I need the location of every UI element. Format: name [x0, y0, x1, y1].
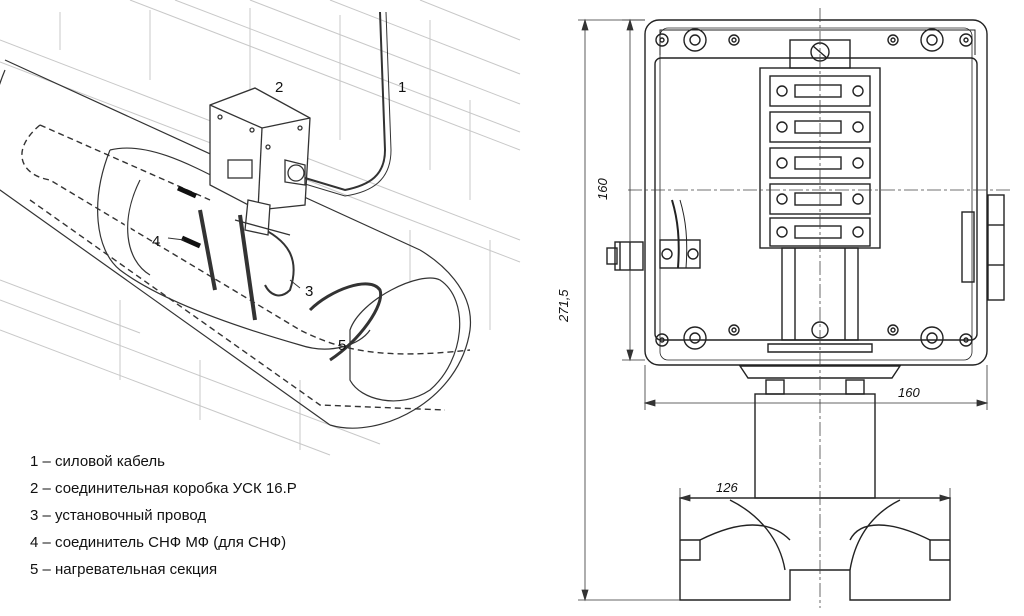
brick-wall	[0, 0, 521, 456]
legend-item-heating-section: 5 – нагревательная секция	[30, 561, 218, 578]
snf-connectors	[176, 185, 202, 249]
callout-4: 4	[152, 233, 160, 250]
installation-illustration	[0, 0, 521, 456]
power-cable	[304, 11, 387, 192]
support-column	[679, 393, 951, 601]
legend-item-junction-box: 2 – соединительная коробка УСК 16.Р	[30, 480, 297, 497]
terminal-block	[759, 39, 881, 353]
clamps	[124, 178, 383, 362]
legend-item-connector: 4 – соединитель СНФ МФ (для СНФ)	[30, 534, 287, 551]
junction-box	[209, 87, 311, 236]
housing-outer	[644, 19, 988, 366]
side-gland	[606, 199, 701, 271]
callout-1: 1	[398, 79, 406, 96]
dim-box-width: 160	[898, 385, 920, 400]
dim-total-height: 271,5	[556, 289, 571, 323]
callout-2: 2	[275, 79, 283, 96]
callout-3: 3	[305, 283, 313, 300]
dim-base-width: 126	[716, 480, 738, 495]
housing-inner	[654, 57, 978, 341]
legend-item-power-cable: 1 – силовой кабель	[30, 453, 165, 470]
installation-wire	[254, 224, 295, 297]
legend-item-installation-wire: 3 – установочный провод	[30, 507, 207, 524]
legend: 1 – силовой кабель 2 – соединительная ко…	[30, 448, 297, 583]
right-fitting	[961, 194, 1005, 301]
leader-lines	[167, 237, 301, 289]
callout-5: 5	[338, 337, 346, 354]
centre-lines	[628, 8, 1012, 608]
dim-box-height: 160	[595, 178, 610, 200]
corner-screws	[655, 28, 973, 350]
dimension-lines	[578, 18, 989, 602]
box-technical-drawing	[578, 8, 1012, 608]
